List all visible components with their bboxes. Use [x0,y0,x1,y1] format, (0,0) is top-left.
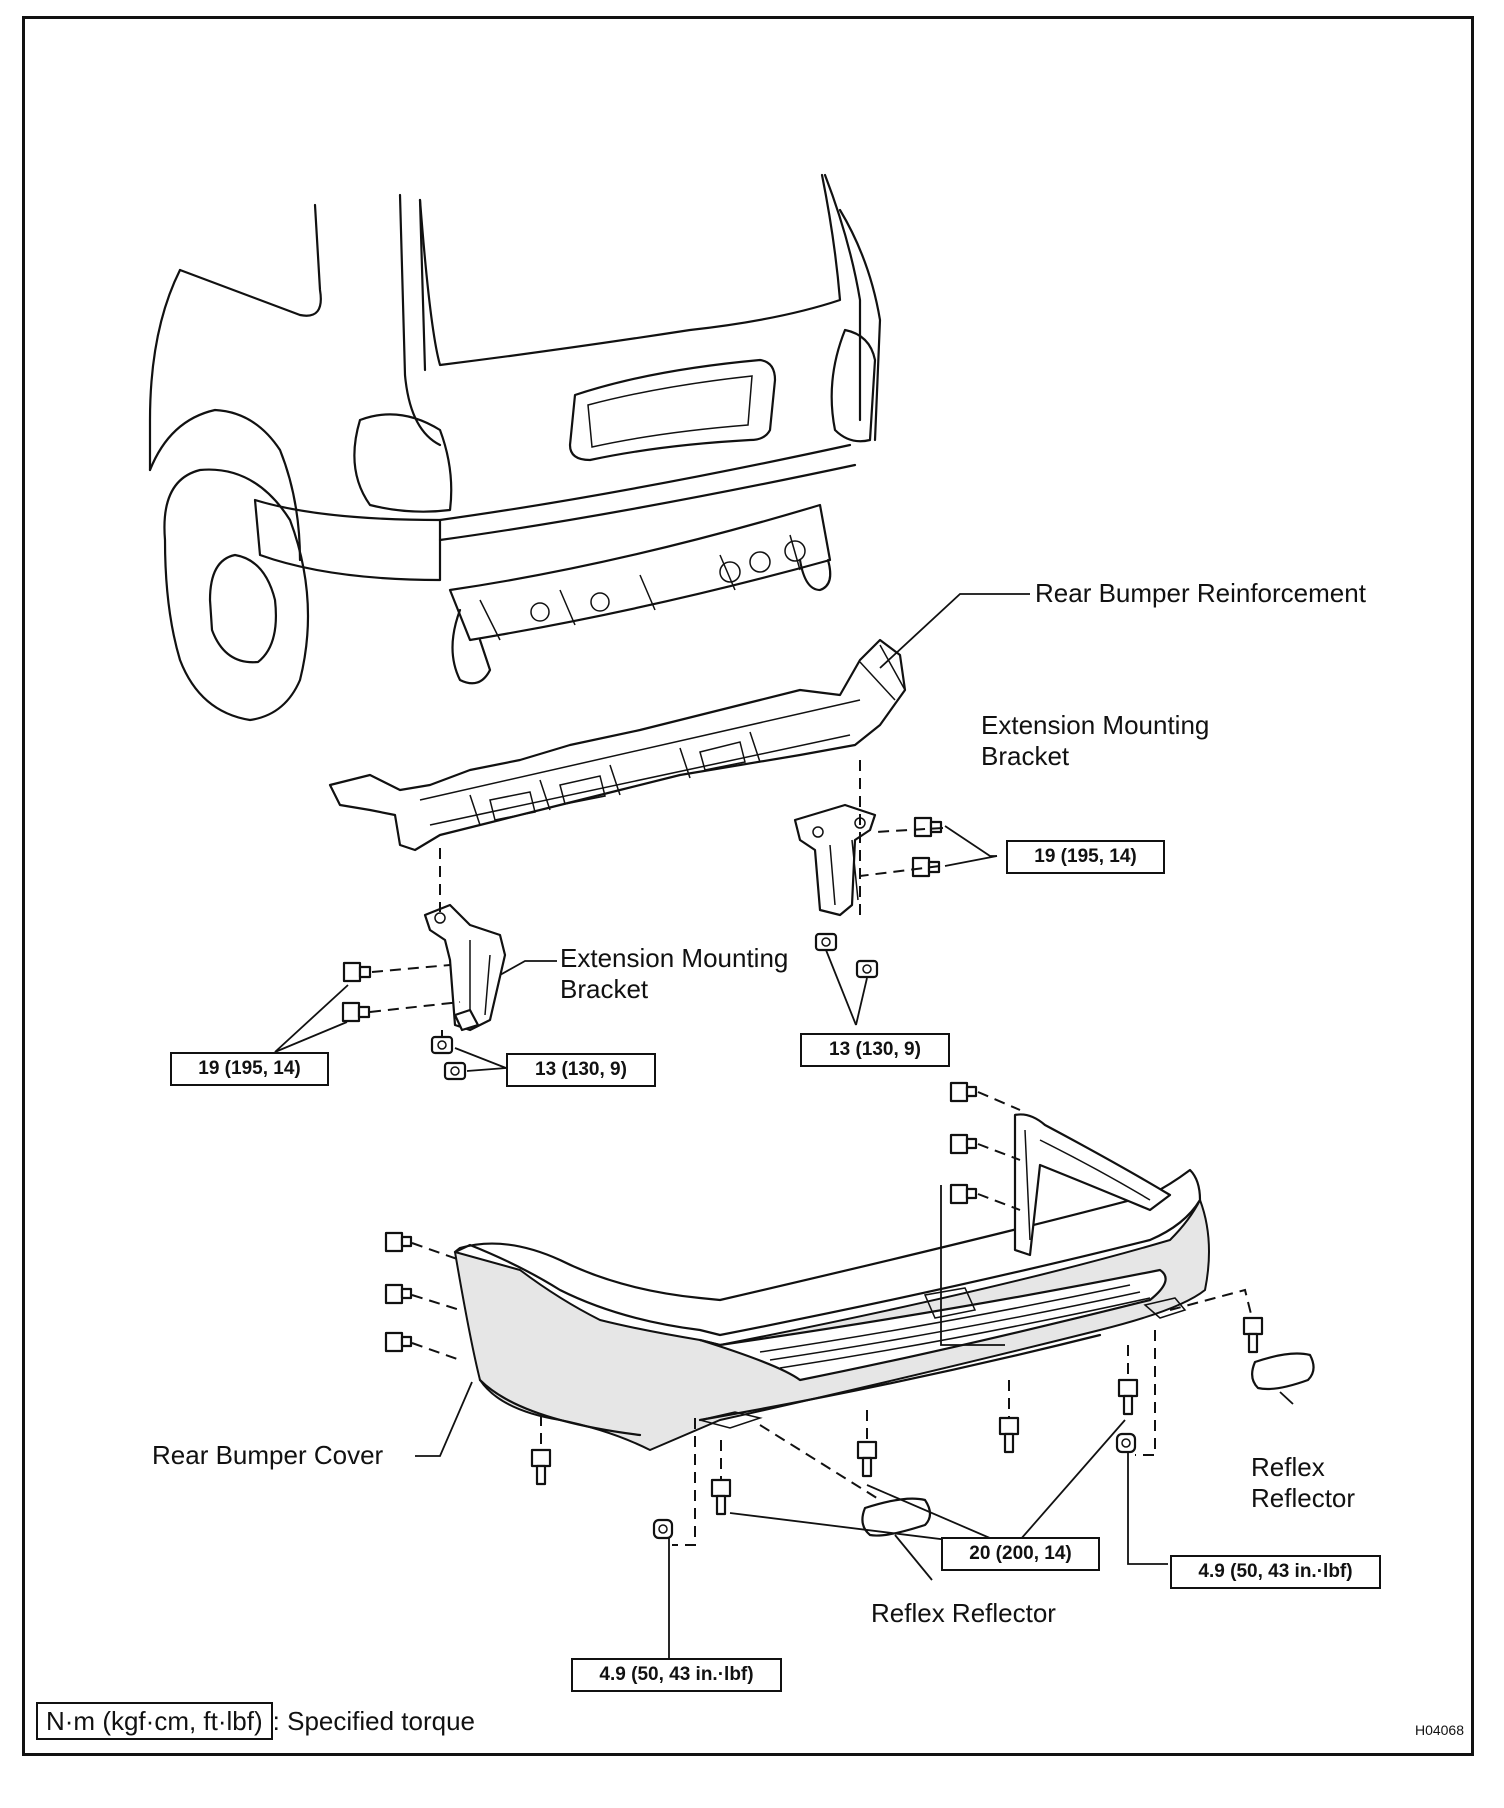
label-extension-bracket-right-1: Extension Mounting [981,710,1210,740]
torque-box-reflector-nut-left: 4.9 (50, 43 in.·lbf) [571,1658,782,1692]
label-reflex-reflector-right-2: Reflector [1251,1483,1356,1513]
legend-meaning: : Specified torque [272,1706,476,1736]
legend-unit-box: N·m (kgf·cm, ft·lbf) [36,1702,273,1740]
label-reflex-reflector-center: Reflex Reflector [871,1598,1056,1628]
reflex-reflector-right [1251,1352,1315,1391]
diagram-frame [22,16,1474,1756]
bolt-icon [384,1231,413,1253]
rear-bumper-cover [453,1113,1210,1451]
bolt-icon [949,1081,978,1103]
rear-bumper-reinforcement [328,638,907,852]
vehicle-rear-body [148,173,882,722]
torque-box-bracket-nuts-right: 13 (130, 9) [800,1033,950,1067]
bolt-icon [913,816,943,838]
clip-icon [856,1440,878,1478]
torque-box-bracket-nuts-left: 13 (130, 9) [506,1053,656,1087]
clip-icon [1117,1378,1139,1416]
label-extension-bracket-right-2: Bracket [981,741,1070,771]
leader-lines [274,593,1294,1658]
bolt-icon [341,1001,371,1023]
nut-icon [443,1061,467,1081]
nut-icon [652,1518,674,1540]
installation-guide-lines [369,760,1253,1546]
clip-icon [530,1448,552,1486]
clip-icon [1242,1316,1264,1354]
label-rear-bumper-reinforcement: Rear Bumper Reinforcement [1035,578,1366,608]
bolt-icon [384,1331,413,1353]
clip-icon [710,1478,732,1516]
bolt-icon [342,961,372,983]
bolt-icon [949,1133,978,1155]
label-extension-bracket-left-1: Extension Mounting [560,943,789,973]
torque-box-cover-bolts: 20 (200, 14) [941,1537,1100,1571]
torque-box-reflector-nut-right: 4.9 (50, 43 in.·lbf) [1170,1555,1381,1589]
figure-code: H04068 [1414,1722,1464,1738]
torque-box-bracket-bolts-right: 19 (195, 14) [1006,840,1165,874]
nut-icon [1115,1432,1137,1454]
label-extension-bracket-left-2: Bracket [560,974,649,1004]
bolt-icon [949,1183,978,1205]
reflex-reflector-center [861,1497,932,1537]
torque-legend: N·m (kgf·cm, ft·lbf): Specified torque [36,1702,475,1740]
nut-icon [855,959,879,979]
extension-mounting-bracket-left [423,903,507,1032]
label-rear-bumper-cover: Rear Bumper Cover [152,1440,384,1470]
nut-icon [814,932,838,952]
bolt-icon [384,1283,413,1305]
label-reflex-reflector-right-1: Reflex [1251,1452,1325,1482]
torque-box-bracket-bolts-left: 19 (195, 14) [170,1052,329,1086]
nut-icon [430,1035,454,1055]
extension-mounting-bracket-right [793,803,877,917]
clip-icon [998,1416,1020,1454]
